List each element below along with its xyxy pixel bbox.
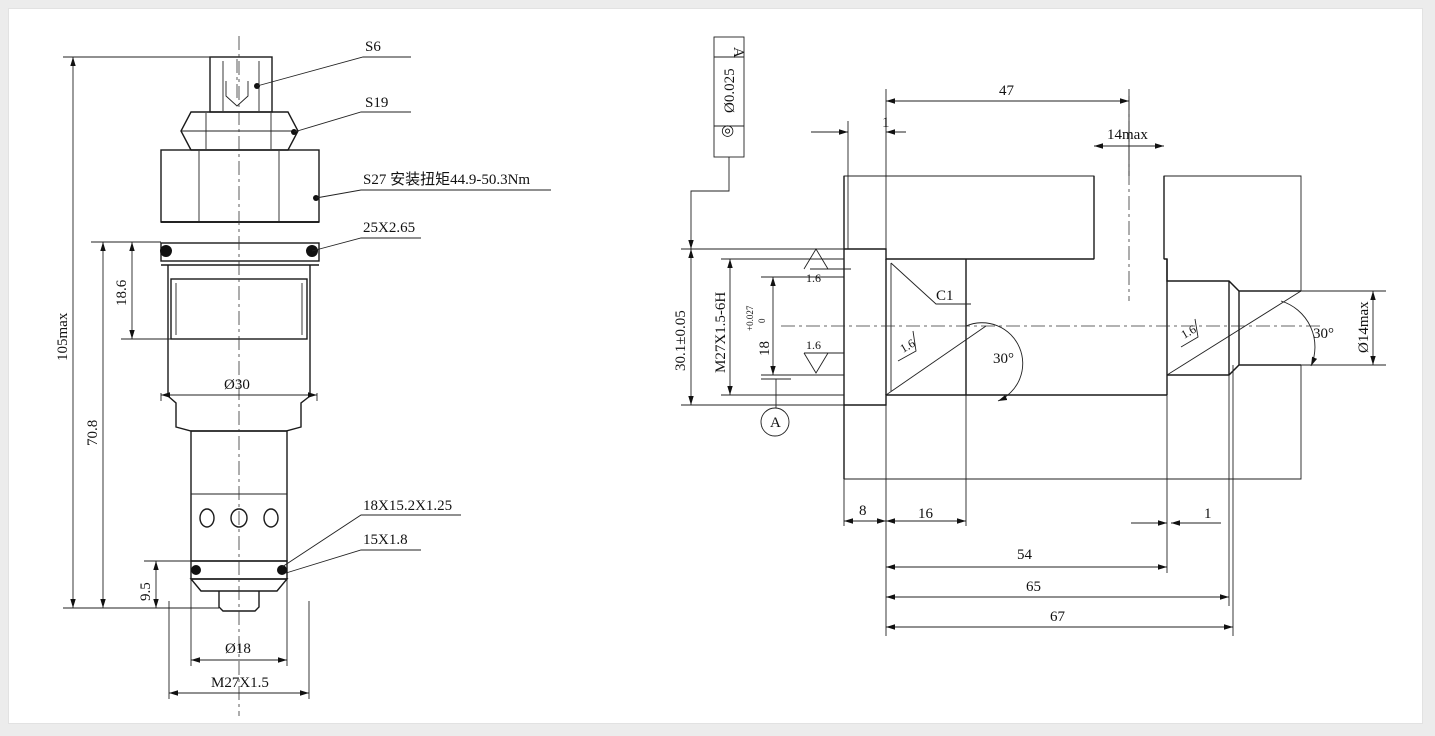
oring-left [160, 245, 172, 257]
dim-18-tol-upper: +0.027 [745, 305, 755, 331]
dim-8: 8 [859, 503, 867, 519]
port-hole [230, 508, 248, 528]
roughness-1: 1.6 [806, 271, 821, 285]
cartridge-view: S6 S19 S27 安装扭矩44.9-50.3Nm 25X2.65 18X15… [55, 36, 551, 716]
dim-m27x1-5: M27X1.5 [211, 675, 269, 691]
cad-drawing: S6 S19 S27 安装扭矩44.9-50.3Nm 25X2.65 18X15… [55, 36, 1386, 716]
dim-18-tol-lower: 0 [757, 318, 767, 323]
dim-18-6: 18.6 [114, 279, 130, 306]
angle-30-b: 30° [1313, 326, 1334, 342]
callout-s6: S6 [365, 39, 381, 55]
lower-oring-right [277, 565, 287, 575]
dim-47: 47 [999, 83, 1015, 99]
port-hole [263, 508, 279, 528]
concentricity-symbol: ◎ [721, 123, 734, 139]
callout-oring-15x18: 15X1.8 [363, 532, 408, 548]
callout-s19: S19 [365, 95, 388, 111]
dim-1-bottom: 1 [1204, 506, 1212, 522]
dim-18: 18 [757, 341, 773, 356]
callout-backup-ring: 18X15.2X1.25 [363, 498, 452, 514]
angle-30-a: 30° [993, 351, 1014, 367]
dim-c1: C1 [936, 288, 954, 304]
dim-dia30: Ø30 [224, 377, 250, 393]
dim-dia18: Ø18 [225, 641, 251, 657]
datum-a-label: A [770, 415, 781, 431]
dim-70-8: 70.8 [85, 420, 101, 446]
port-hole [199, 508, 215, 528]
lower-oring-left [191, 565, 201, 575]
tol-value: Ø0.025 [722, 68, 738, 113]
dim-67: 67 [1050, 609, 1066, 625]
drawing-sheet: S6 S19 S27 安装扭矩44.9-50.3Nm 25X2.65 18X15… [8, 8, 1423, 724]
tol-datum: A [730, 47, 746, 58]
dim-65: 65 [1026, 579, 1041, 595]
dim-54: 54 [1017, 547, 1033, 563]
dim-16: 16 [918, 506, 934, 522]
roughness-3: 1.6 [898, 336, 918, 356]
dim-14max: 14max [1107, 127, 1148, 143]
callout-s27: S27 安装扭矩44.9-50.3Nm [363, 171, 530, 188]
cavity-view: C1 A Ø0.025 ◎ 30.1±0.05 M27X1.5-6H 18 +0… [673, 36, 1386, 636]
dim-1-top: 1 [882, 115, 890, 131]
datum-a-bubble [760, 407, 790, 437]
dim-thread-m27: M27X1.5-6H [713, 292, 729, 373]
dim-9-5: 9.5 [138, 582, 154, 601]
roughness-2: 1.6 [806, 338, 821, 352]
roughness-4: 1.6 [1179, 322, 1199, 342]
callout-oring-25x265: 25X2.65 [363, 220, 415, 236]
hex-body [160, 149, 320, 223]
dim-30-1: 30.1±0.05 [673, 310, 689, 371]
dim-105max: 105max [55, 312, 71, 361]
dim-dia14max: Ø14max [1356, 301, 1372, 353]
